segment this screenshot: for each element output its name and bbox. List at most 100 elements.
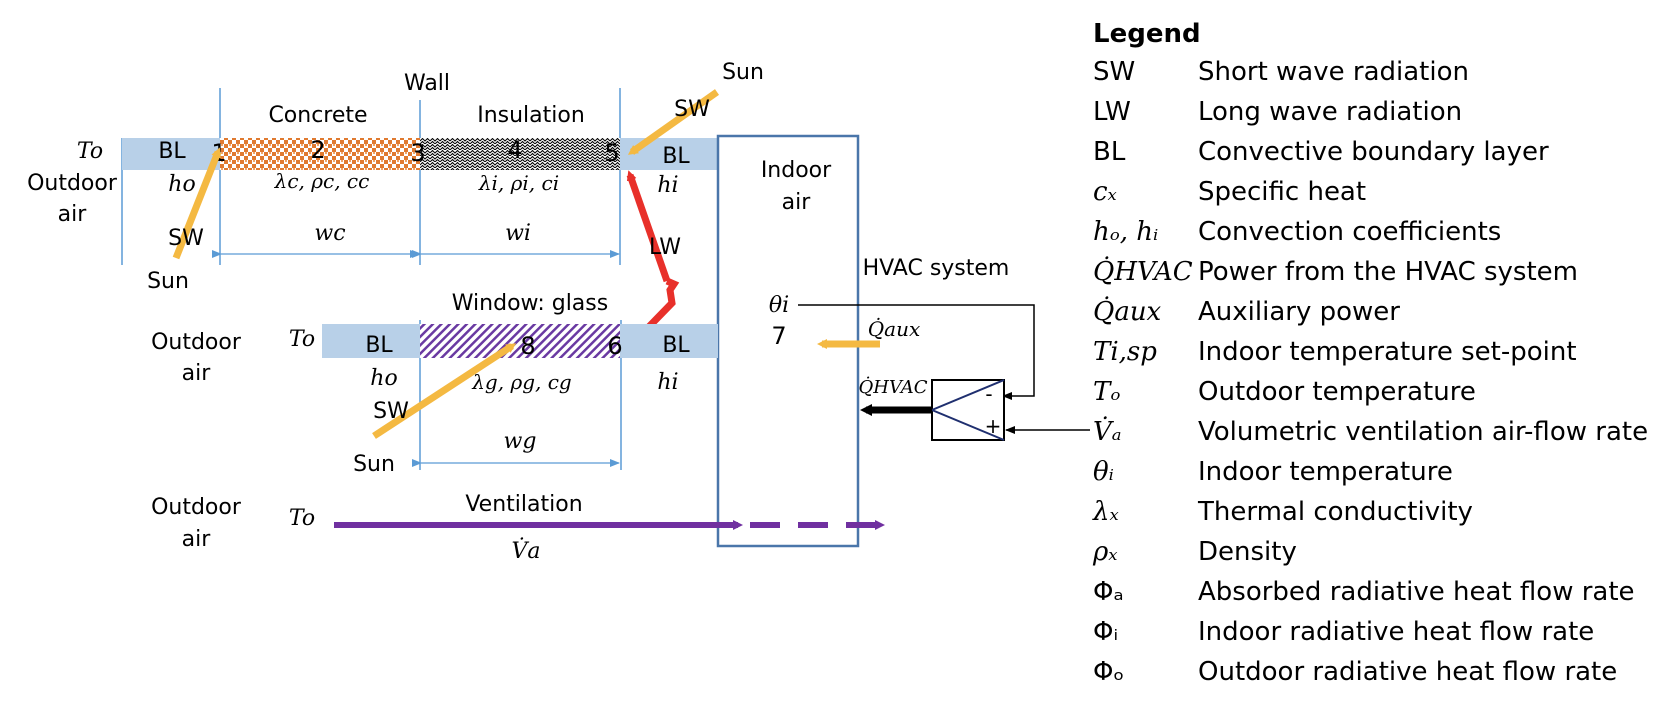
wall-indoor-bl-label: BL [662, 144, 690, 169]
ventilation-flow-symbol: V̇a [511, 538, 540, 564]
wall-outdoor-sw-label: SW [168, 226, 204, 251]
legend-title: Legend [1093, 19, 1201, 49]
window-outdoor-air-label-line1: Outdoor [151, 330, 242, 355]
ventilation-label: Ventilation [465, 492, 582, 517]
legend-description: Outdoor radiative heat flow rate [1198, 657, 1618, 687]
legend-item: SW Short wave radiation [1093, 52, 1678, 92]
legend-symbol: V̇ₐ [1093, 417, 1122, 447]
concrete-width-symbol: wc [314, 221, 345, 246]
legend-item: Φₒ Outdoor radiative heat flow rate [1093, 652, 1678, 692]
legend-description: Power from the HVAC system [1198, 257, 1578, 287]
legend-description: Long wave radiation [1198, 97, 1463, 127]
legend-description: Indoor temperature set-point [1198, 337, 1577, 367]
window-outdoor-convection-symbol: ho [370, 366, 397, 391]
legend-symbol: Q̇aux [1093, 297, 1162, 327]
node-5: 5 [604, 139, 619, 167]
legend-item: BL Convective boundary layer [1093, 132, 1678, 172]
legend-description: Convective boundary layer [1198, 137, 1549, 167]
wall-indoor-sw-label: SW [674, 97, 710, 122]
wall-outdoor-air-label-line1: Outdoor [27, 171, 118, 196]
ventilation-outdoor-air-label-line1: Outdoor [151, 495, 242, 520]
wall-indoor-sun-label: Sun [722, 60, 764, 85]
legend-symbol: SW [1093, 57, 1136, 87]
node-6: 6 [607, 332, 622, 360]
wall-outdoor-boundary-layer [122, 138, 220, 170]
legend-description: Volumetric ventilation air-flow rate [1198, 417, 1649, 447]
glass-properties: λg, ρg, cg [471, 370, 571, 394]
legend-description: Short wave radiation [1198, 57, 1469, 87]
concrete-properties: λc, ρc, cc [274, 169, 370, 193]
node-3: 3 [410, 139, 425, 167]
window-outdoor-temperature-symbol: To [289, 327, 315, 352]
longwave-label: LW [649, 235, 681, 260]
legend-item: hₒ, hᵢ Convection coefficients [1093, 212, 1678, 252]
indoor-air-label-line2: air [782, 190, 812, 215]
window-indoor-convection-symbol: hi [657, 370, 678, 395]
legend-symbol: hₒ, hᵢ [1093, 217, 1159, 247]
window-sw-label: SW [373, 399, 409, 424]
glass-layer [420, 324, 620, 358]
node-4: 4 [507, 136, 522, 164]
legend-description: Outdoor temperature [1198, 377, 1476, 407]
window-outdoor-bl-label: BL [365, 333, 393, 358]
longwave-exchange-arrow-lower [632, 277, 680, 344]
indoor-temperature-symbol: θi [769, 293, 789, 318]
legend-item: V̇ₐ Volumetric ventilation air-flow rate [1093, 412, 1678, 452]
window-indoor-boundary-layer [620, 324, 718, 358]
legend-description: Convection coefficients [1198, 217, 1502, 247]
wall-indoor-convection-symbol: hi [657, 173, 678, 198]
longwave-exchange-arrow [626, 170, 671, 283]
concrete-layer [220, 138, 420, 170]
wall-outdoor-air-label-line2: air [58, 202, 88, 227]
legend-item: Q̇aux Auxiliary power [1093, 292, 1678, 332]
glass-width-symbol: wg [504, 429, 537, 454]
window-title: Window: glass [452, 291, 608, 316]
node-7: 7 [771, 322, 786, 350]
legend-symbol: cₓ [1093, 177, 1117, 207]
legend-item: LW Long wave radiation [1093, 92, 1678, 132]
concrete-title: Concrete [268, 103, 367, 128]
legend-item: Tₒ Outdoor temperature [1093, 372, 1678, 412]
legend-description: Density [1198, 537, 1297, 567]
wall-title: Wall [404, 71, 450, 96]
legend-symbol: λₓ [1093, 497, 1119, 527]
legend-symbol: Q̇HVAC [1093, 257, 1193, 287]
hvac-system-label: HVAC system [863, 256, 1010, 281]
wall-outdoor-convection-symbol: ho [168, 172, 195, 197]
legend-symbol: BL [1093, 137, 1126, 167]
controller-plus-sign: + [985, 414, 1002, 438]
legend-symbol: Ti,sp [1093, 337, 1157, 367]
insulation-title: Insulation [477, 103, 585, 128]
legend-description: Auxiliary power [1198, 297, 1400, 327]
legend-description: Indoor radiative heat flow rate [1198, 617, 1595, 647]
window-sun-label: Sun [353, 452, 395, 477]
thermal-network-diagram: Wall Concrete Insulation BL BL 1 2 3 4 5… [27, 60, 1090, 564]
wall-outdoor-sw-arrow [172, 147, 222, 260]
legend-description: Absorbed radiative heat flow rate [1198, 577, 1635, 607]
insulation-properties: λi, ρi, ci [478, 171, 559, 195]
node-2: 2 [310, 136, 325, 164]
window-indoor-bl-label: BL [662, 333, 690, 358]
insulation-width-symbol: wi [505, 221, 531, 246]
window-outdoor-boundary-layer [322, 324, 420, 358]
node-8: 8 [520, 332, 535, 360]
wall-indoor-sw-arrow [627, 89, 720, 155]
hvac-power-symbol: Q̇HVAC [858, 376, 927, 398]
insulation-layer [420, 138, 620, 170]
ventilation-outdoor-air-label-line2: air [182, 527, 212, 552]
window-outdoor-air-label-line2: air [182, 361, 212, 386]
legend-symbol: Tₒ [1093, 377, 1121, 407]
wall-outdoor-temperature-symbol: To [77, 139, 103, 164]
legend-symbol: Φₒ [1093, 657, 1125, 687]
legend-item: Ti,sp Indoor temperature set-point [1093, 332, 1678, 372]
legend-symbol: LW [1093, 97, 1131, 127]
auxiliary-power-symbol: Q̇aux [868, 317, 920, 341]
